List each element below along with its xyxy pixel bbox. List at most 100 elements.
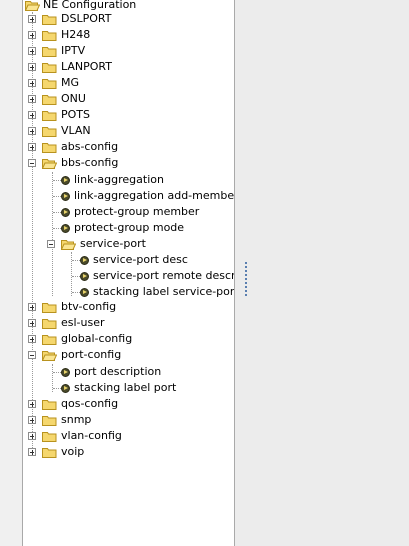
expand-icon[interactable]	[28, 47, 36, 55]
folder-icon	[42, 399, 57, 410]
expand-icon[interactable]	[28, 63, 36, 71]
folder-open-icon	[25, 0, 40, 11]
tree-guide-line	[53, 180, 61, 181]
expand-icon[interactable]	[28, 432, 36, 440]
tree-node-stacking-label-port[interactable]: stacking label port	[23, 380, 233, 396]
tree-node-port-config[interactable]: port-config	[23, 347, 233, 363]
tree-node-h248[interactable]: H248	[23, 27, 233, 43]
tree-node-label: link-aggregation add-member	[74, 189, 235, 202]
config-item-icon	[61, 176, 70, 185]
tree-guide-line	[71, 252, 72, 296]
config-item-icon	[80, 272, 89, 281]
tree-node-qos-config[interactable]: qos-config	[23, 396, 233, 412]
tree-guide-line	[52, 172, 53, 296]
tree-node-protect-group-mode[interactable]: protect-group mode	[23, 220, 233, 236]
content-area	[235, 0, 409, 546]
left-gutter	[0, 0, 23, 546]
expand-icon[interactable]	[28, 400, 36, 408]
tree-node-abs-config[interactable]: abs-config	[23, 139, 233, 155]
tree-node-snmp[interactable]: snmp	[23, 412, 233, 428]
tree-node-vlan[interactable]: VLAN	[23, 123, 233, 139]
tree-node-label: port-config	[61, 348, 122, 361]
tree-node-label: port description	[74, 365, 162, 378]
expand-icon[interactable]	[28, 335, 36, 343]
config-item-icon	[61, 224, 70, 233]
expand-icon[interactable]	[28, 127, 36, 135]
config-item-icon	[61, 368, 70, 377]
tree-node-label: qos-config	[61, 397, 119, 410]
expand-icon[interactable]	[28, 303, 36, 311]
config-item-icon	[61, 192, 70, 201]
tree-node-vlan-config[interactable]: vlan-config	[23, 428, 233, 444]
tree-node-label: service-port	[80, 237, 146, 250]
tree-node-label: IPTV	[61, 44, 86, 57]
splitter-grip-handle[interactable]	[245, 262, 247, 296]
tree-node-bbs-config[interactable]: bbs-config	[23, 155, 233, 171]
folder-icon	[42, 78, 57, 89]
tree-node-mg[interactable]: MG	[23, 75, 233, 91]
tree-guide-line	[52, 364, 53, 392]
folder-icon	[42, 142, 57, 153]
tree-node-label: protect-group member	[74, 205, 200, 218]
folder-open-icon	[61, 239, 76, 250]
tree-node-service-port[interactable]: service-port	[23, 236, 233, 252]
folder-icon	[42, 415, 57, 426]
tree-node-port-description[interactable]: port description	[23, 364, 233, 380]
tree-node-label: DSLPORT	[61, 12, 112, 25]
tree-node-service-port-remote-description[interactable]: service-port remote descriptio	[23, 268, 235, 284]
folder-icon	[42, 30, 57, 41]
tree-guide-line	[53, 212, 61, 213]
tree-guide-line	[72, 276, 80, 277]
expand-icon[interactable]	[28, 31, 36, 39]
folder-icon	[42, 94, 57, 105]
collapse-icon[interactable]	[28, 351, 36, 359]
tree-guide-line	[72, 292, 80, 293]
tree-node-label: LANPORT	[61, 60, 112, 73]
tree-node-protect-group-member[interactable]: protect-group member	[23, 204, 233, 220]
folder-icon	[42, 447, 57, 458]
tree-node-label: MG	[61, 76, 80, 89]
collapse-icon[interactable]	[28, 159, 36, 167]
expand-icon[interactable]	[28, 95, 36, 103]
tree-node-label: vlan-config	[61, 429, 122, 442]
tree-node-onu[interactable]: ONU	[23, 91, 233, 107]
tree-node-label: global-config	[61, 332, 133, 345]
tree-node-label: stacking label service-port	[93, 285, 235, 298]
expand-icon[interactable]	[28, 111, 36, 119]
tree-node-lanport[interactable]: LANPORT	[23, 59, 233, 75]
folder-icon	[42, 126, 57, 137]
collapse-icon[interactable]	[47, 240, 55, 248]
tree-guide-line	[53, 196, 61, 197]
folder-icon	[42, 110, 57, 121]
expand-icon[interactable]	[28, 416, 36, 424]
tree-node-label: service-port desc	[93, 253, 188, 266]
tree-node-label: bbs-config	[61, 156, 119, 169]
ne-configuration-tree[interactable]: NE Configuration DSLPORT H248 IPTV LANPO…	[23, 0, 235, 546]
tree-node-link-aggregation-add-member[interactable]: link-aggregation add-member	[23, 188, 235, 204]
tree-node-global-config[interactable]: global-config	[23, 331, 233, 347]
tree-node-esl-user[interactable]: esl-user	[23, 315, 233, 331]
folder-icon	[42, 302, 57, 313]
tree-node-stacking-label-service-port[interactable]: stacking label service-port	[23, 284, 235, 300]
tree-node-link-aggregation[interactable]: link-aggregation	[23, 172, 233, 188]
expand-icon[interactable]	[28, 448, 36, 456]
tree-node-voip[interactable]: voip	[23, 444, 233, 460]
folder-icon	[42, 46, 57, 57]
tree-node-label: VLAN	[61, 124, 91, 137]
tree-node-label: NE Configuration	[43, 0, 137, 11]
tree-node-label: service-port remote descriptio	[93, 269, 235, 282]
expand-icon[interactable]	[28, 143, 36, 151]
expand-icon[interactable]	[28, 79, 36, 87]
tree-node-pots[interactable]: POTS	[23, 107, 233, 123]
folder-open-icon	[42, 158, 57, 169]
folder-icon	[42, 62, 57, 73]
tree-node-service-port-desc[interactable]: service-port desc	[23, 252, 233, 268]
tree-guide-line	[53, 228, 61, 229]
expand-icon[interactable]	[28, 15, 36, 23]
tree-node-btv-config[interactable]: btv-config	[23, 299, 233, 315]
tree-node-label: ONU	[61, 92, 86, 105]
tree-node-iptv[interactable]: IPTV	[23, 43, 233, 59]
tree-node-dslport[interactable]: DSLPORT	[23, 11, 233, 27]
folder-icon	[42, 318, 57, 329]
expand-icon[interactable]	[28, 319, 36, 327]
